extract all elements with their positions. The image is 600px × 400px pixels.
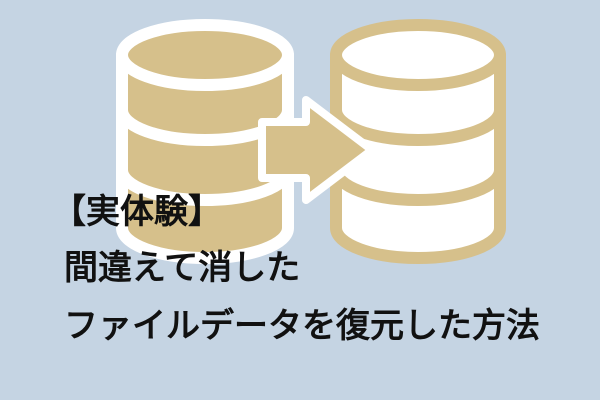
headline-line-3: ファイルデータを復元した方法 bbox=[64, 306, 540, 346]
arrow-right-icon bbox=[258, 96, 376, 204]
source-database-icon bbox=[116, 19, 294, 264]
headline-tag: 【実体験】 bbox=[52, 192, 222, 232]
headline-line-2: 間違えて消した bbox=[64, 248, 301, 288]
headline: 【実体験】 間違えて消した ファイルデータを復元した方法 bbox=[52, 195, 540, 346]
target-database-icon bbox=[330, 19, 506, 264]
